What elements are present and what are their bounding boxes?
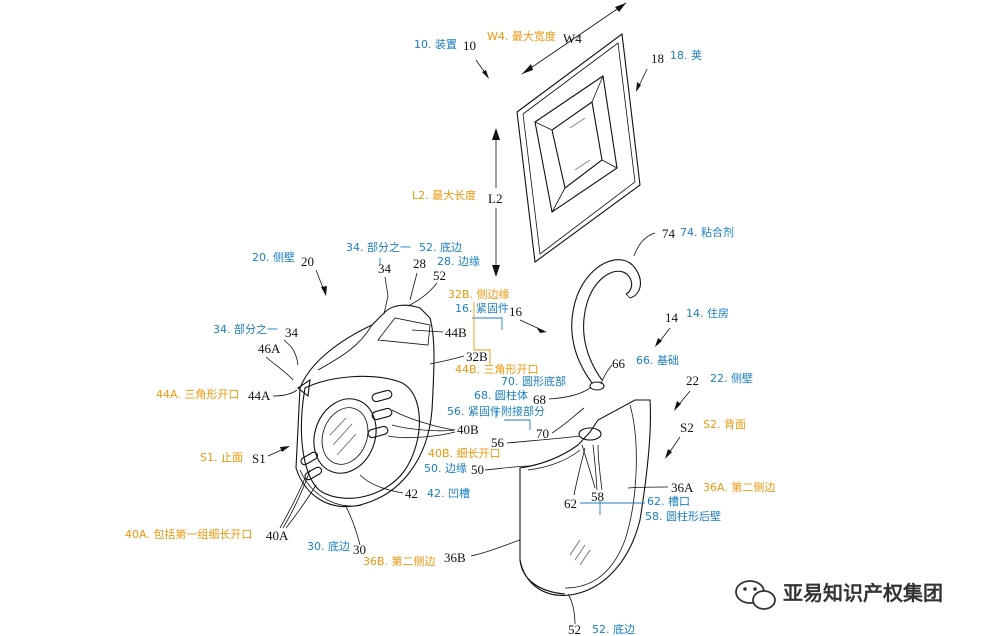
l2-dimension-arrow (492, 128, 500, 277)
numeral-32b: 32B (466, 349, 488, 364)
label-34-top: 34. 部分之一 (346, 240, 411, 254)
label-32b: 32B. 侧边缘 (448, 288, 510, 301)
numeral-16: 16 (509, 304, 523, 319)
label-52-top: 52. 底边 (419, 240, 462, 254)
label-10: 10. 装置 (414, 38, 457, 51)
numeral-40b: 40B (457, 422, 479, 437)
numeral-58: 58 (591, 489, 604, 504)
label-30: 30. 底边 (307, 539, 350, 553)
label-70: 70. 圆形底部 (501, 374, 566, 388)
numeral-42: 42 (405, 486, 418, 501)
label-40a: 40A. 包括第一组细长开口 (125, 527, 252, 541)
numeral-40a: 40A (266, 528, 289, 543)
numeral-68: 68 (533, 392, 546, 407)
numeral-44a: 44A (248, 388, 271, 403)
wechat-icon (735, 580, 776, 610)
label-14: 14. 住房 (686, 306, 729, 320)
label-74: 74. 粘合剂 (680, 225, 734, 239)
watermark: 亚易知识产权集团 (735, 580, 943, 610)
label-s1: S1. 止面 (200, 451, 243, 464)
label-w4: W4. 最大宽度 (487, 29, 556, 43)
label-66: 66. 基础 (636, 354, 679, 367)
numeral-66: 66 (612, 356, 626, 371)
pod-18 (516, 32, 641, 264)
label-s2: S2. 背面 (703, 417, 746, 431)
numeral-22: 22 (686, 373, 699, 388)
label-68: 68. 圆柱体 (474, 388, 528, 402)
adhesive-74 (571, 259, 641, 391)
orange-annotations: W4. 最大宽度 L2. 最大长度 32B. 侧边缘 44B. 三角形开口 44… (125, 29, 775, 568)
numeral-28: 28 (413, 256, 426, 271)
blue-annotations: 10. 装置 18. 荚 74. 粘合剂 20. 侧壁 34. 部分之一 52.… (213, 38, 753, 636)
label-34-left: 34. 部分之一 (213, 322, 278, 336)
numeral-36b: 36B (444, 550, 466, 565)
numeral-30: 30 (353, 542, 366, 557)
numeral-44b: 44B (445, 325, 467, 340)
numeral-34-top: 34 (378, 261, 392, 276)
annotation-connectors (379, 258, 645, 515)
numeral-46a: 46A (258, 341, 281, 356)
numeral-10: 10 (463, 38, 476, 53)
numeral-s1: S1 (252, 451, 266, 466)
numeral-34-left: 34 (285, 325, 299, 340)
label-20: 20. 侧壁 (252, 250, 295, 264)
numeral-70: 70 (536, 426, 549, 441)
numeral-74: 74 (662, 226, 676, 241)
numeral-20: 20 (301, 254, 314, 269)
numeral-s2: S2 (680, 420, 694, 435)
label-36a: 36A. 第二侧边 (703, 480, 775, 494)
numeral-62: 62 (564, 496, 577, 511)
leader-lines (265, 59, 691, 625)
sidewall-20 (295, 304, 435, 507)
label-40b: 40B. 细长开口 (428, 447, 501, 460)
numeral-56: 56 (491, 435, 505, 450)
numeral-14: 14 (665, 310, 679, 325)
label-42: 42. 凹槽 (427, 487, 470, 500)
numeral-36a: 36A (671, 480, 694, 495)
label-52-bottom: 52. 底边 (592, 622, 635, 636)
label-44b: 44B. 三角形开口 (455, 363, 539, 376)
numeral-52-bottom: 52 (568, 622, 581, 636)
label-58: 58. 圆柱形后壁 (645, 509, 721, 523)
label-62: 62. 槽口 (647, 495, 690, 508)
numeral-w4: W4 (563, 31, 582, 46)
label-44a: 44A. 三角形开口 (156, 388, 239, 401)
numeral-l2: L2 (488, 191, 502, 206)
label-18: 18. 荚 (670, 48, 702, 62)
label-28: 28. 边缘 (437, 255, 480, 268)
label-16: 16. 紧固件 (455, 302, 509, 315)
w4-dimension-arrow (521, 2, 627, 75)
label-l2: L2. 最大长度 (412, 188, 476, 202)
sidewall-22 (519, 399, 652, 596)
numeral-52-top: 52 (433, 268, 446, 283)
numeral-50: 50 (471, 462, 484, 477)
reference-numerals: 10 W4 18 L2 74 20 34 28 52 34 46A 44B 32… (248, 31, 699, 636)
label-36b: 36B. 第二侧边 (363, 554, 436, 568)
numeral-18: 18 (651, 51, 664, 66)
label-50: 50. 边缘 (424, 462, 467, 475)
label-22: 22. 侧壁 (710, 371, 753, 385)
watermark-text: 亚易知识产权集团 (783, 581, 943, 605)
